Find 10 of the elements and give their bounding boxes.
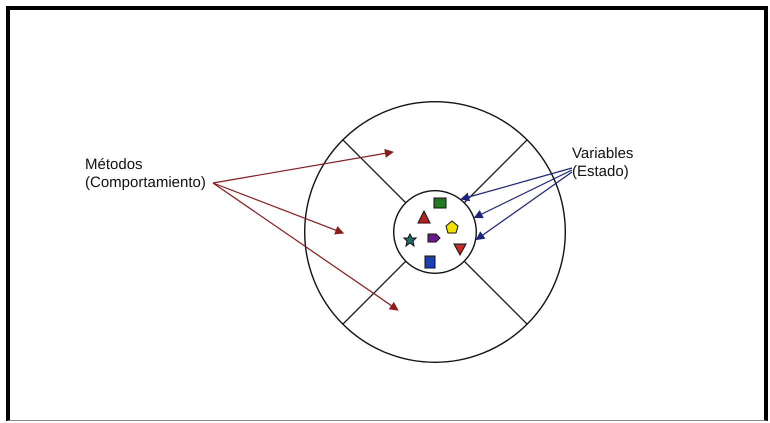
arrow <box>212 148 394 184</box>
callout-text: Variables (Estado) <box>572 145 664 185</box>
arrow <box>460 167 572 202</box>
object-circle <box>304 101 566 363</box>
core-circle <box>393 190 477 274</box>
arrow <box>212 182 399 311</box>
callout-text: Métodos (Comportamiento) <box>85 156 213 194</box>
arrow <box>476 172 572 240</box>
arrow <box>474 169 572 218</box>
arrow <box>212 182 344 234</box>
